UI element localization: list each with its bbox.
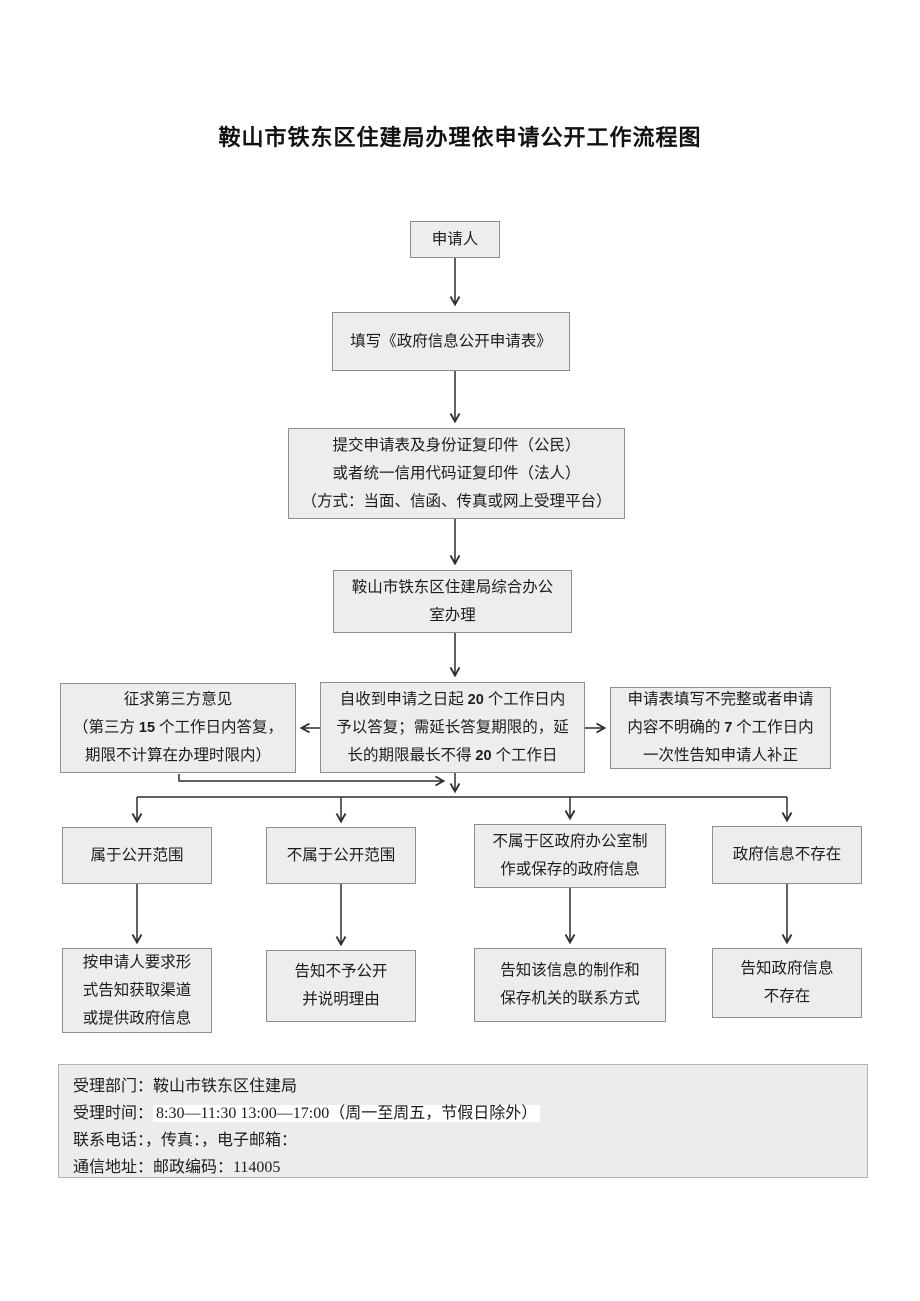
contact-info-box: 受理部门：鞍山市铁东区住建局 受理时间：8:30—11:30 13:00—17:… (58, 1064, 868, 1178)
node-incomplete-label: 申请表填写不完整或者申请 内容不明确的 7 个工作日内 一次性告知申请人补正 (627, 691, 814, 764)
node-provide-info-label: 按申请人要求形 式告知获取渠道 或提供政府信息 (82, 953, 192, 1027)
accept-time-value: 8:30—11:30 13:00—17:00（周一至周五，节假日除外） (153, 1105, 541, 1122)
node-provide-info: 按申请人要求形 式告知获取渠道 或提供政府信息 (62, 948, 212, 1033)
node-submit: 提交申请表及身份证复印件（公民） 或者统一信用代码证复印件（法人） （方式：当面… (288, 428, 625, 519)
node-fill-form-label: 填写《政府信息公开申请表》 (350, 332, 552, 350)
node-applicant-label: 申请人 (431, 230, 479, 248)
page-title: 鞍山市铁东区住建局办理依申请公开工作流程图 (218, 125, 702, 150)
contact-phone-line: 联系电话：，传真：，电子邮箱： (73, 1132, 298, 1149)
node-notify-contact: 告知该信息的制作和 保存机关的联系方式 (474, 948, 666, 1022)
node-notify-no-open-label: 告知不予公开 并说明理由 (294, 963, 388, 1008)
node-incomplete: 申请表填写不完整或者申请 内容不明确的 7 个工作日内 一次性告知申请人补正 (610, 687, 831, 769)
address-line: 通信地址：邮政编码：114005 (73, 1159, 281, 1176)
accept-time-line: 受理时间：8:30—11:30 13:00—17:00（周一至周五，节假日除外） (73, 1100, 853, 1127)
node-notify-contact-label: 告知该信息的制作和 保存机关的联系方式 (500, 962, 640, 1007)
node-office: 鞍山市铁东区住建局综合办公 室办理 (333, 570, 572, 633)
node-not-in-scope-label: 不属于公开范围 (286, 846, 396, 864)
node-notify-no-open: 告知不予公开 并说明理由 (266, 950, 416, 1022)
node-in-scope-label: 属于公开范围 (90, 846, 184, 864)
node-submit-label: 提交申请表及身份证复印件（公民） 或者统一信用代码证复印件（法人） （方式：当面… (301, 436, 612, 510)
node-not-exist: 政府信息不存在 (712, 826, 862, 884)
node-not-made: 不属于区政府办公室制 作或保存的政府信息 (474, 824, 666, 888)
node-reply-20days: 自收到申请之日起 20 个工作日内 予以答复；需延长答复期限的，延 长的期限最长… (320, 682, 585, 773)
node-notify-not-exist: 告知政府信息 不存在 (712, 948, 862, 1018)
node-in-scope: 属于公开范围 (62, 827, 212, 884)
accept-time-label: 受理时间： (73, 1105, 154, 1122)
arrow-thirdparty-elbow (178, 774, 446, 787)
node-third-party-label: 征求第三方意见 （第三方 15 个工作日内答复， 期限不计算在办理时限内） (73, 691, 283, 764)
node-not-made-label: 不属于区政府办公室制 作或保存的政府信息 (492, 833, 648, 878)
node-notify-not-exist-label: 告知政府信息 不存在 (740, 960, 834, 1005)
node-fill-form: 填写《政府信息公开申请表》 (332, 312, 570, 371)
accept-department-line: 受理部门：鞍山市铁东区住建局 (73, 1078, 298, 1095)
node-third-party: 征求第三方意见 （第三方 15 个工作日内答复， 期限不计算在办理时限内） (60, 683, 296, 773)
node-office-label: 鞍山市铁东区住建局综合办公 室办理 (351, 578, 554, 624)
node-reply-20days-label: 自收到申请之日起 20 个工作日内 予以答复；需延长答复期限的，延 长的期限最长… (336, 690, 569, 764)
node-applicant: 申请人 (410, 221, 500, 258)
node-not-in-scope: 不属于公开范围 (266, 827, 416, 884)
node-not-exist-label: 政府信息不存在 (732, 846, 842, 863)
